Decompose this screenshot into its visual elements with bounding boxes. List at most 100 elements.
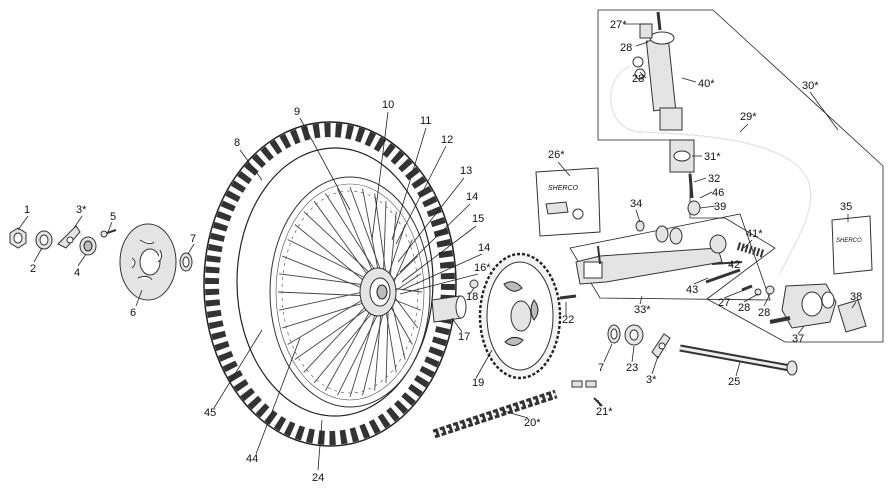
- label-20: 20*: [524, 417, 541, 429]
- label-27a: 27*: [610, 19, 627, 31]
- label-25: 25: [728, 376, 740, 388]
- leader-line: [597, 399, 601, 407]
- spoke: [391, 293, 419, 329]
- leader-line: [451, 317, 463, 333]
- part-17-spacer: [431, 295, 467, 323]
- label-18: 18: [466, 291, 478, 303]
- leader-line: [681, 77, 697, 83]
- part-35-sticker: SHERCO: [831, 215, 873, 275]
- label-28b: 28: [632, 73, 644, 85]
- label-7b: 7: [598, 362, 604, 374]
- leader-line: [33, 247, 43, 263]
- label-28a: 28: [620, 42, 632, 54]
- leader-line: [299, 117, 351, 211]
- part-23-spacer: [624, 324, 644, 346]
- leader-line: [255, 337, 301, 455]
- leader-line: [187, 243, 195, 255]
- part-22-bolt: [559, 294, 577, 300]
- leader-line: [809, 91, 839, 131]
- leader-line: [635, 41, 649, 47]
- spoke: [374, 193, 388, 279]
- part-27-28-bleed-parts: [741, 284, 775, 296]
- part-38-brake-pads: [837, 299, 867, 333]
- leader-lines: [17, 23, 857, 471]
- label-2: 2: [30, 263, 36, 275]
- label-21: 21*: [596, 406, 613, 418]
- leader-line: [401, 225, 477, 283]
- spoke: [303, 211, 376, 278]
- label-22: 22: [562, 314, 574, 326]
- part-25-axle: [679, 344, 798, 376]
- callout-labels: 1 2 3* 4 5 6 7 8 9 10 11 12 13 14 15 14 …: [24, 19, 862, 484]
- part-2-washer: [35, 230, 53, 250]
- spoke: [384, 306, 397, 373]
- label-15: 15: [472, 213, 484, 225]
- spoke: [390, 298, 406, 360]
- label-16: 16*: [474, 262, 491, 274]
- leader-line: [639, 295, 643, 305]
- part-4-bushing: [79, 236, 97, 256]
- spoke: [282, 255, 369, 291]
- leader-line: [395, 145, 447, 245]
- leader-line: [651, 355, 659, 375]
- leader-line: [17, 215, 29, 231]
- leader-line: [469, 287, 475, 295]
- label-34: 34: [630, 198, 642, 210]
- spoke: [389, 211, 397, 283]
- label-6: 6: [130, 307, 136, 319]
- spoke: [386, 224, 406, 280]
- label-43: 43: [686, 284, 698, 296]
- label-41: 41*: [746, 228, 763, 240]
- label-35: 35: [840, 201, 852, 213]
- spoke: [287, 296, 369, 345]
- label-17: 17: [458, 331, 470, 343]
- part-33-brake-pedal-group: [569, 213, 771, 301]
- label-3b: 3*: [646, 374, 657, 386]
- leader-line: [723, 289, 745, 299]
- leader-line: [699, 205, 717, 209]
- part-41-spring: [709, 234, 766, 258]
- part-1-nut: [9, 227, 27, 249]
- leader-line: [397, 177, 465, 263]
- spoke: [391, 273, 422, 294]
- leader-line: [635, 209, 641, 223]
- label-9: 9: [294, 106, 300, 118]
- spoke: [278, 290, 369, 311]
- label-29: 29*: [740, 111, 757, 123]
- leader-line: [371, 111, 389, 241]
- part-34-bushing: [635, 220, 683, 245]
- part-32-39-pushrod: [687, 173, 701, 216]
- label-30: 30*: [802, 80, 819, 92]
- label-11: 11: [420, 115, 431, 127]
- label-3: 3*: [76, 204, 87, 216]
- spoke: [362, 188, 380, 277]
- spoke: [385, 303, 389, 383]
- sticker-brand-text: SHERCO: [548, 185, 579, 192]
- label-19: 19: [472, 377, 484, 389]
- leader-line: [475, 349, 493, 379]
- part-7-seal-right: [607, 324, 621, 344]
- spoke: [303, 301, 371, 373]
- part-5-bolt: [100, 229, 117, 238]
- leader-line: [73, 215, 83, 229]
- spoke: [294, 304, 374, 360]
- leader-line: [317, 419, 323, 471]
- part-3-chain-adjuster-left: [57, 225, 81, 249]
- sticker-brand-text-2: SHERCO: [836, 238, 862, 244]
- label-31: 31*: [704, 151, 721, 163]
- spoke: [391, 287, 423, 293]
- spoke: [279, 273, 370, 286]
- label-23: 23: [626, 362, 638, 374]
- spoke: [324, 193, 380, 277]
- leader-line: [797, 325, 805, 335]
- spoke: [337, 307, 382, 396]
- rear-hub: [359, 267, 397, 317]
- label-32: 32: [708, 173, 720, 185]
- part-7-seal-left: [179, 252, 193, 272]
- spoke: [287, 239, 372, 282]
- spoke: [382, 201, 387, 277]
- part-31-boot: [669, 139, 695, 173]
- label-5: 5: [110, 211, 116, 223]
- leader-line: [763, 293, 771, 307]
